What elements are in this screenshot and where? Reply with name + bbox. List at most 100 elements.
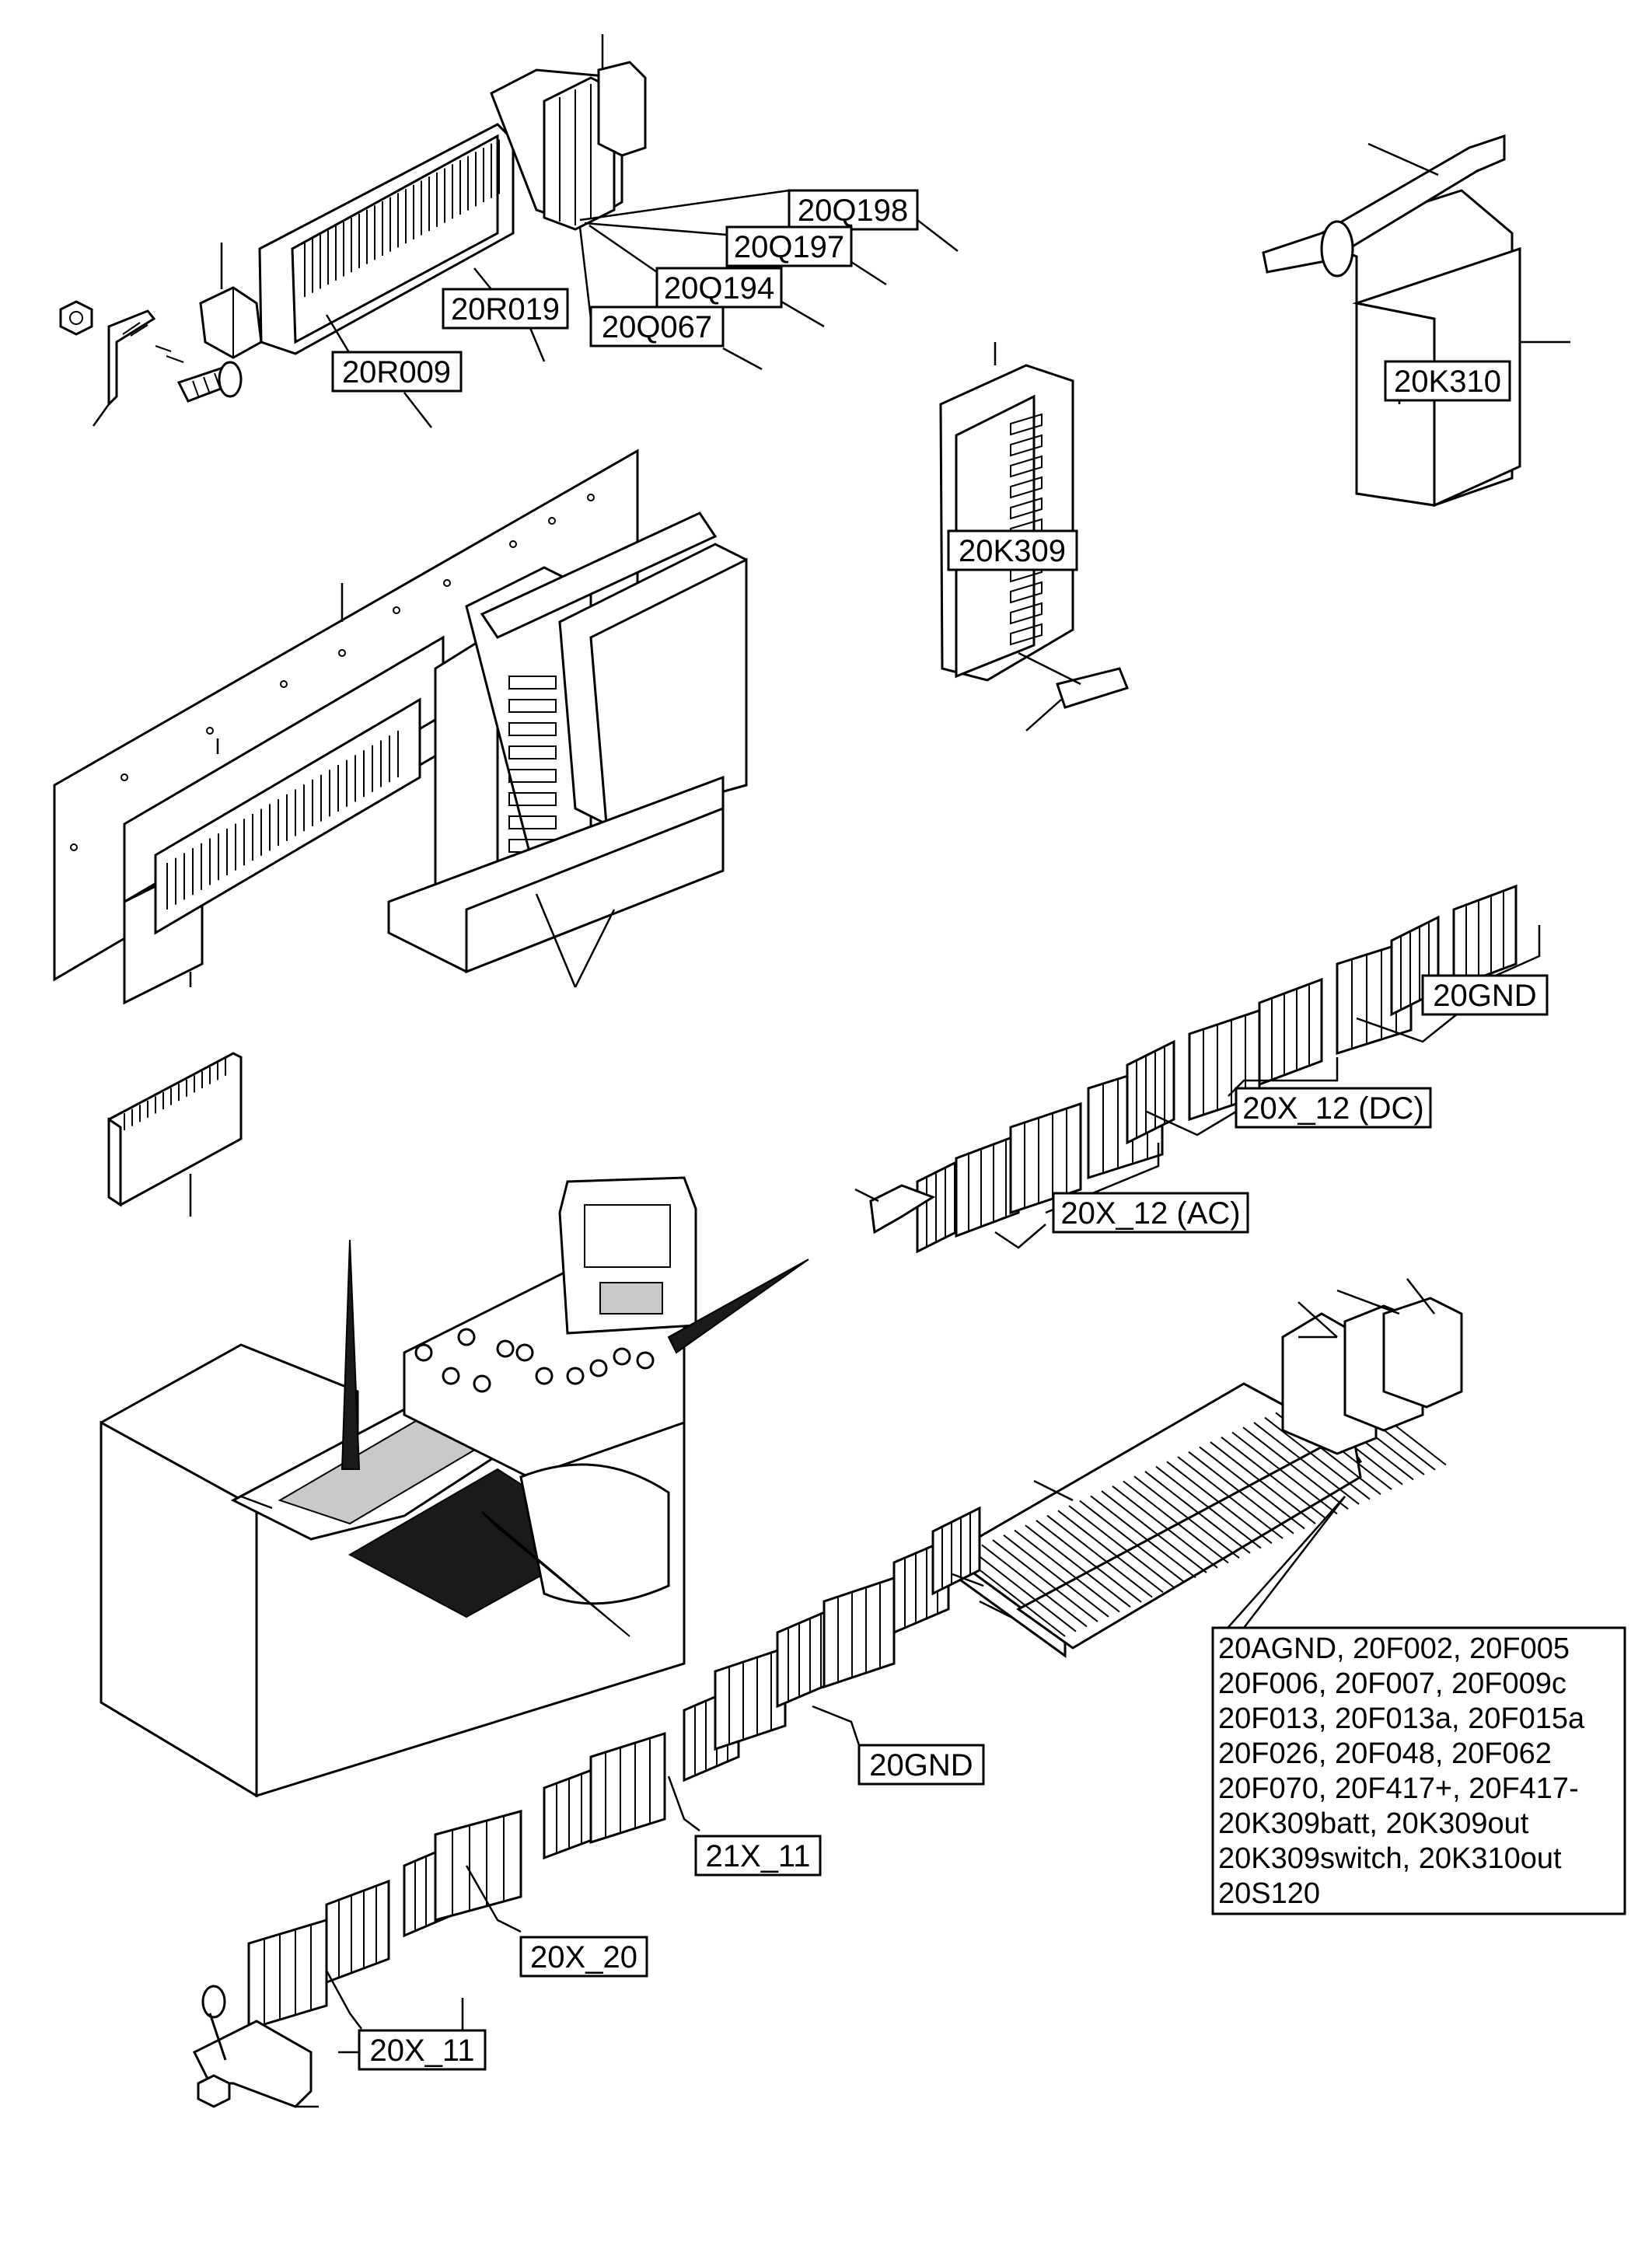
svg-text:20K310: 20K310	[1394, 365, 1501, 399]
fuse-ridge	[1112, 1486, 1218, 1569]
module-slot	[1010, 623, 1043, 646]
mounting-hole	[509, 540, 517, 548]
bolt-top	[176, 361, 243, 403]
label-20GND-top: 20GND	[1421, 974, 1549, 1016]
fuse-ridge	[1057, 1510, 1164, 1594]
label-20R009: 20R009	[331, 351, 463, 393]
duct-teeth	[124, 1058, 226, 1130]
module-slot	[1010, 434, 1043, 457]
fuse-ridge	[1079, 1500, 1186, 1583]
label-20Q198: 20Q198	[788, 189, 919, 231]
exploded-terminal-strip-lower	[192, 1506, 1011, 2108]
terminal-block	[714, 1646, 787, 1751]
fuse-ridge	[1155, 1465, 1262, 1549]
fuse-ridge	[1014, 1529, 1120, 1613]
arrow-up-icon	[341, 1239, 361, 1470]
fuse-ridge	[970, 1548, 1077, 1632]
fuse-holder	[508, 815, 557, 829]
terminal-block	[955, 1133, 1020, 1238]
terminal-block	[589, 1731, 666, 1845]
svg-text:20X_12 (AC): 20X_12 (AC)	[1060, 1196, 1240, 1231]
terminal-block	[434, 1810, 522, 1922]
terminal-block	[823, 1576, 896, 1689]
fuse-list-line-6: 20K309batt, 20K309out	[1218, 1807, 1529, 1840]
label-20K310: 20K310	[1384, 360, 1511, 402]
fuse-list-line-7: 20K309switch, 20K310out	[1218, 1842, 1562, 1875]
label-21X_11: 21X_11	[694, 1835, 822, 1877]
loose-cable-duct	[107, 1052, 243, 1217]
knob	[566, 1367, 585, 1385]
label-20X_11: 20X_11	[358, 2029, 487, 2071]
fuse-ridge	[1068, 1505, 1175, 1588]
fuse-holder	[508, 699, 557, 713]
label-20X_12-DC: 20X_12 (DC)	[1235, 1087, 1432, 1129]
fuse-ridge	[1253, 1422, 1360, 1505]
fuse-holder	[508, 769, 557, 783]
mounting-hole	[443, 579, 451, 587]
fuse-ridge	[1242, 1426, 1349, 1510]
label-20X_12-AC: 20X_12 (AC)	[1052, 1192, 1249, 1234]
fuse-list-line-5: 20F070, 20F417+, 20F417-	[1218, 1772, 1579, 1805]
svg-text:20Q194: 20Q194	[664, 271, 774, 306]
svg-text:20Q197: 20Q197	[734, 230, 844, 264]
fuse-list-line-2: 20F006, 20F007, 20F009c	[1218, 1667, 1566, 1700]
svg-text:20X_20: 20X_20	[530, 1940, 637, 1974]
fuse-ridge	[1199, 1446, 1305, 1530]
fuse-ridge	[1210, 1441, 1316, 1524]
knob	[442, 1367, 460, 1385]
fuse-ridge	[1177, 1456, 1284, 1539]
terminal-block	[325, 1879, 390, 1985]
hex-nut-top	[59, 300, 93, 336]
top-left-rail-assembly	[59, 34, 647, 427]
terminal-block	[247, 1918, 328, 2031]
fuse-ridge	[992, 1539, 1098, 1622]
machine-housing	[100, 1176, 809, 1798]
terminal-block	[1452, 884, 1518, 990]
label-20Q194: 20Q194	[655, 267, 783, 309]
label-20X_20: 20X_20	[519, 1936, 648, 1978]
fuse-list-line-8: 20S120	[1218, 1877, 1320, 1910]
label-fuse-list: 20AGND, 20F002, 20F005 20F006, 20F007, 2…	[1211, 1626, 1626, 1915]
fuse-ridge	[1003, 1535, 1109, 1618]
knob	[515, 1343, 534, 1362]
knob	[496, 1339, 515, 1358]
knob	[613, 1347, 631, 1366]
fuse-list-line-1: 20AGND, 20F002, 20F005	[1218, 1632, 1570, 1665]
fuse-bank	[946, 1278, 1463, 1658]
mounting-hole	[587, 494, 595, 501]
mounting-hole	[280, 680, 288, 688]
module-slot	[1010, 581, 1043, 604]
svg-text:20GND: 20GND	[1433, 979, 1536, 1013]
mounting-hole	[70, 843, 78, 851]
mounting-hole	[393, 606, 400, 614]
svg-text:20K309: 20K309	[959, 534, 1066, 568]
end-stop-top	[199, 243, 263, 359]
module-slot	[1010, 455, 1043, 478]
fuse-holder	[508, 792, 557, 806]
knob	[414, 1343, 433, 1362]
terminal-block	[1009, 1102, 1082, 1215]
fuse-list-line-4: 20F026, 20F048, 20F062	[1218, 1737, 1552, 1770]
fuse-ridge	[1133, 1475, 1240, 1559]
svg-text:21X_11: 21X_11	[706, 1839, 811, 1873]
svg-text:20Q198: 20Q198	[798, 194, 908, 228]
fuse-ridge	[1046, 1514, 1153, 1598]
fuse-ridge	[1166, 1461, 1273, 1545]
terminal-blocks	[247, 1506, 981, 2031]
terminal-contacts	[304, 139, 500, 297]
label-20K309: 20K309	[947, 529, 1078, 571]
knob	[535, 1367, 554, 1385]
svg-text:20X_12 (DC): 20X_12 (DC)	[1242, 1091, 1423, 1126]
fuse-ridge	[1101, 1490, 1207, 1573]
mounting-hole	[206, 727, 214, 735]
label-20GND-bottom: 20GND	[857, 1744, 985, 1786]
fuse-ridge	[1231, 1431, 1338, 1515]
mounting-hole	[338, 649, 346, 657]
module-20K309	[939, 342, 1129, 731]
label-20Q197: 20Q197	[725, 225, 853, 267]
mounting-hole	[120, 773, 128, 781]
fuse-ridge	[1221, 1437, 1327, 1520]
mounting-bracket-top	[92, 309, 184, 427]
svg-text:20X_11: 20X_11	[370, 2034, 475, 2068]
label-20Q067: 20Q067	[589, 306, 725, 347]
